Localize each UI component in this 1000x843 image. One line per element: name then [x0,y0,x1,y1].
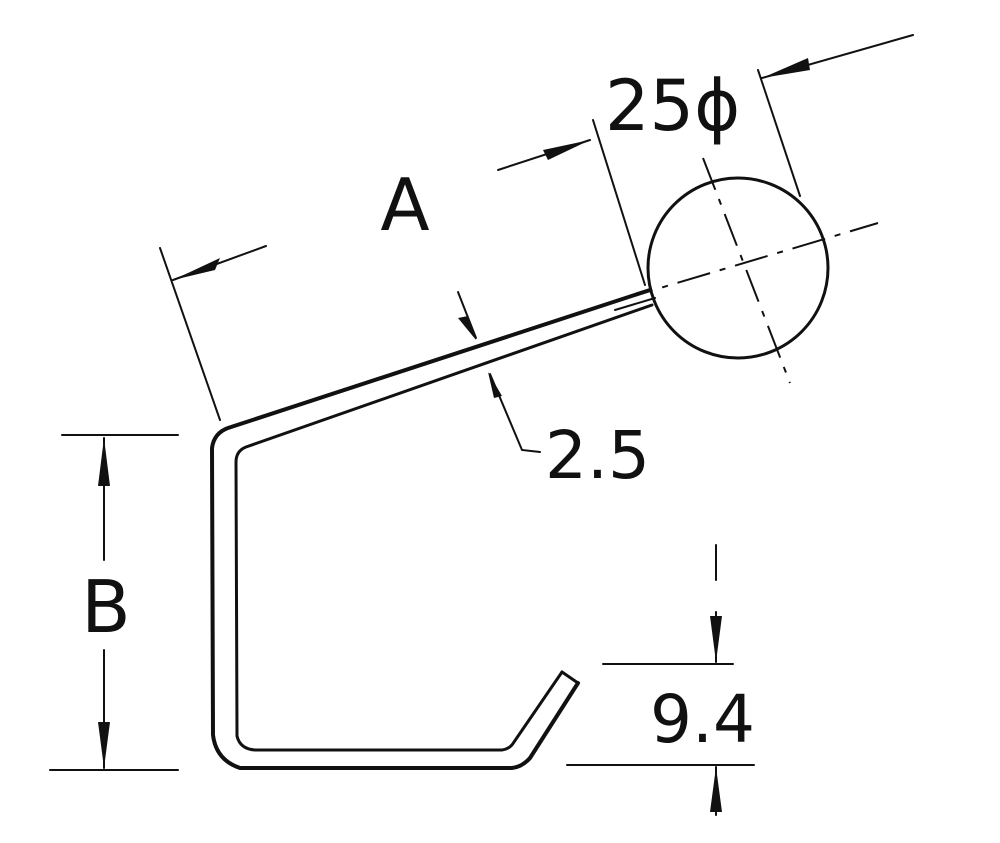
dimension-hook-depth: 9.4 [566,544,755,816]
dimension-b: B [49,434,179,771]
hook-end-cap [560,670,580,685]
thickness-arrow-top [458,316,476,340]
bracket-profile [210,288,656,770]
dim-a-label: A [380,163,429,247]
thickness-label: 2.5 [545,417,650,494]
dim-a-arrow-left [173,258,220,280]
dimension-thickness: 2.5 [457,291,650,494]
dim-b-arrow-top [98,438,110,486]
hook-depth-label: 9.4 [650,681,755,758]
rod-circle [646,176,830,360]
circle-centerline-vertical [702,157,791,384]
circle-centerline-horizontal [619,222,879,301]
dimension-a: A [159,119,646,421]
profile-center-mark [614,297,656,311]
profile-outer-edge [210,288,652,770]
diameter-label: 25ϕ [605,65,740,147]
dim-a-extension-left [159,247,221,421]
profile-inner-edge [234,303,654,752]
dim-b-label: B [81,565,130,649]
hook-arrow-top [710,616,722,662]
thickness-leader-top [457,291,477,339]
diameter-arrow [762,58,810,78]
hook-arrow-bottom [710,767,722,812]
diameter-extension-line [757,69,801,197]
dim-b-arrow-bottom [98,722,110,768]
dim-a-extension-right [592,119,646,286]
rod-circle-group [619,157,879,384]
dimension-diameter: 25ϕ [605,34,914,197]
dim-a-arrow-right [543,140,590,160]
thickness-leader-bottom [489,373,541,453]
